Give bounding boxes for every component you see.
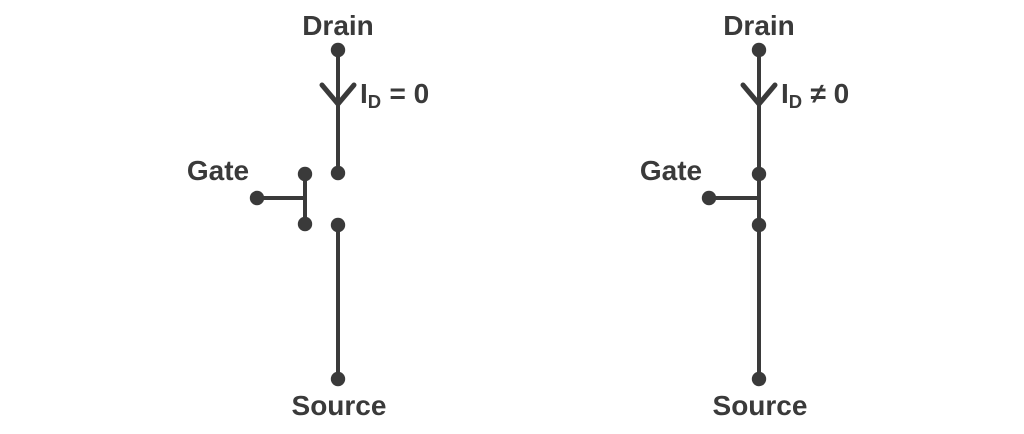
source-terminal-dot — [751, 371, 767, 387]
switch-open-upper-dot — [330, 165, 346, 181]
current-subscript: D — [788, 91, 803, 113]
current-subscript: D — [367, 91, 382, 113]
gate-label: Gate — [186, 155, 250, 186]
current-arrow-icon — [740, 82, 778, 107]
current-symbol: I — [781, 78, 789, 109]
drain-label: Drain — [723, 10, 795, 41]
current-label-nonzero: ID ≠ 0 — [781, 80, 849, 112]
current-symbol: I — [360, 78, 368, 109]
source-terminal-dot — [330, 371, 346, 387]
gate-terminal-dot — [701, 190, 717, 206]
gate-label: Gate — [639, 155, 703, 186]
source-label: Source — [291, 390, 387, 421]
current-arrow-icon — [319, 82, 357, 107]
circuit-svg-on — [701, 42, 778, 387]
switch-closed-lower-dot — [751, 217, 767, 233]
drain-label: Drain — [302, 10, 374, 41]
current-label-zero: ID = 0 — [360, 80, 429, 112]
switch-open-lower-dot — [330, 217, 346, 233]
source-label: Source — [712, 390, 808, 421]
current-relation: ≠ 0 — [810, 78, 850, 109]
drain-terminal-dot — [330, 42, 346, 58]
switch-closed-upper-dot — [751, 166, 767, 182]
circuit-svg-off — [249, 42, 357, 387]
current-relation: = 0 — [389, 78, 430, 109]
gate-bar-top-dot — [297, 166, 313, 182]
drain-terminal-dot — [751, 42, 767, 58]
gate-bar-bottom-dot — [297, 216, 313, 232]
gate-terminal-dot — [249, 190, 265, 206]
